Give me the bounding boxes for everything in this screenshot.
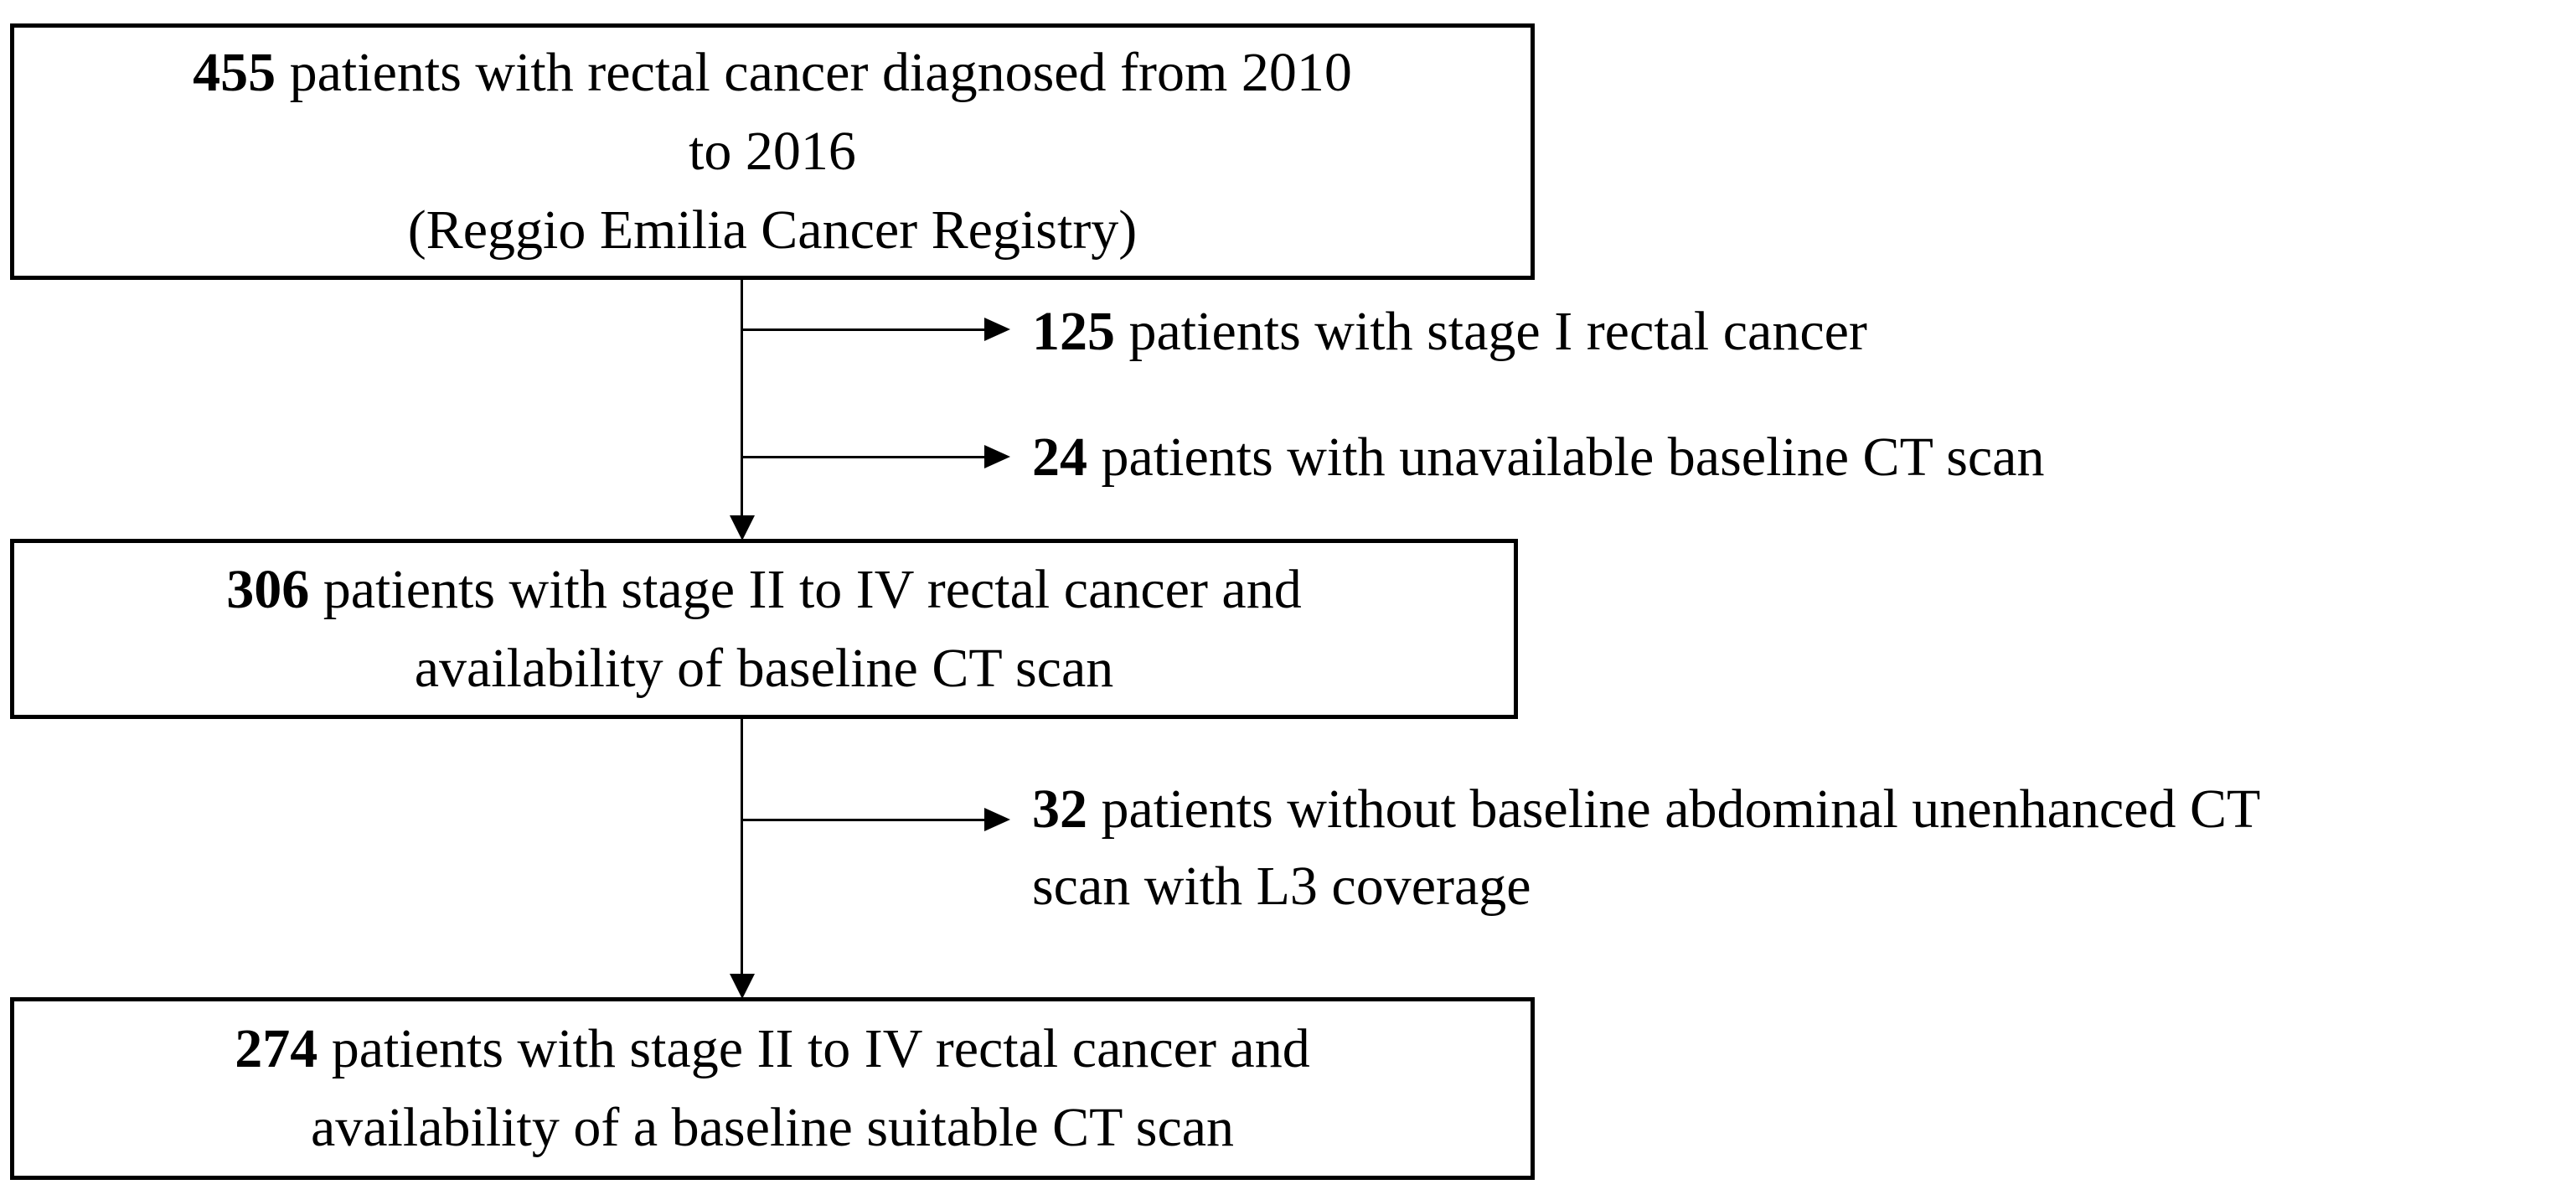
box1-text-line1: 455 patients with rectal cancer diagnose… <box>193 34 1352 112</box>
patient-count-306: 306 <box>226 558 310 620</box>
arrow-right-icon <box>984 445 1010 468</box>
exclusion3-line1: 32 patients without baseline abdominal u… <box>1032 771 2260 848</box>
arrow-right-icon <box>984 808 1010 831</box>
exclusion-label-unavailable-ct: 24 patients with unavailable baseline CT… <box>1032 419 2044 496</box>
box2-text-line1: 306 patients with stage II to IV rectal … <box>226 551 1301 629</box>
branch-line-2 <box>742 456 985 458</box>
box3-text-line2: availability of a baseline suitable CT s… <box>310 1097 1235 1158</box>
cohort-box-455: 455 patients with rectal cancer diagnose… <box>10 23 1535 280</box>
cohort-box-274: 274 patients with stage II to IV rectal … <box>10 997 1535 1180</box>
exclusion2-text: patients with unavailable baseline CT sc… <box>1087 427 2045 488</box>
box2-line1-text: patients with stage II to IV rectal canc… <box>309 558 1302 620</box>
trunk-line-1 <box>741 280 743 517</box>
box3-line1-text: patients with stage II to IV rectal canc… <box>317 1018 1310 1079</box>
arrow-down-icon <box>730 974 755 999</box>
cohort-box-306: 306 patients with stage II to IV rectal … <box>10 539 1518 719</box>
arrow-right-icon <box>984 318 1010 341</box>
patient-count-274: 274 <box>235 1018 318 1079</box>
box1-text-line3: (Reggio Emilia Cancer Registry) <box>407 199 1138 261</box>
exclusion-label-no-l3-coverage: 32 patients without baseline abdominal u… <box>1032 771 2260 925</box>
exclusion1-text: patients with stage I rectal cancer <box>1115 301 1867 362</box>
patient-count-24: 24 <box>1032 427 1087 488</box>
trunk-line-2 <box>741 719 743 975</box>
patient-count-32: 32 <box>1032 778 1087 840</box>
box1-line1-text: patients with rectal cancer diagnosed fr… <box>276 42 1352 103</box>
branch-line-1 <box>742 328 985 331</box>
patient-count-455: 455 <box>193 42 276 103</box>
box2-text-line2: availability of baseline CT scan <box>414 637 1114 699</box>
patient-count-125: 125 <box>1032 301 1115 362</box>
box3-text-line1: 274 patients with stage II to IV rectal … <box>235 1010 1309 1089</box>
exclusion3-line2: scan with L3 coverage <box>1032 856 1531 917</box>
arrow-down-icon <box>730 515 755 541</box>
exclusion3-line1-text: patients without baseline abdominal unen… <box>1087 778 2261 840</box>
box1-text-line2: to 2016 <box>689 121 856 182</box>
exclusion-label-stage1: 125 patients with stage I rectal cancer <box>1032 293 1867 370</box>
branch-line-3 <box>742 819 985 821</box>
